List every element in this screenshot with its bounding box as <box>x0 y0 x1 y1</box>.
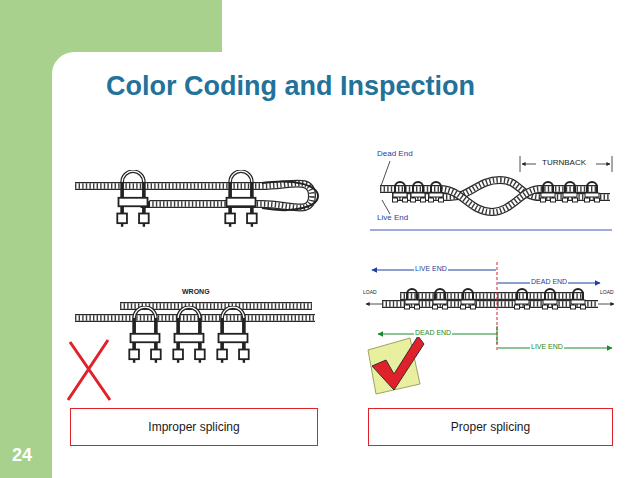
clip-splice-drawing <box>366 262 614 352</box>
turnback-label: TURNBACK <box>541 159 587 168</box>
caption-box: Proper splicing <box>368 408 613 446</box>
load-label: LOAD <box>362 290 378 296</box>
rope-eye-drawing <box>75 171 318 227</box>
dead-end-label: DEAD END <box>530 278 568 286</box>
live-end-label: LIVE END <box>530 343 564 351</box>
caption-box: Improper splicing <box>70 408 318 446</box>
turnback-splice-drawing <box>370 156 612 230</box>
load-label: LOAD <box>599 290 615 296</box>
correct-mark <box>368 336 424 394</box>
dead-end-label: DEAD END <box>414 329 452 337</box>
caption-text: Proper splicing <box>451 420 530 434</box>
live-end-label: LIVE END <box>414 265 448 273</box>
wrong-clip-drawing <box>75 306 315 363</box>
wrong-label: WRONG <box>181 288 211 296</box>
dead-end-label: Dead End <box>376 150 414 159</box>
slide-title: Color Coding and Inspection <box>106 72 475 102</box>
wrong-mark <box>68 340 110 400</box>
live-end-label: Live End <box>376 214 409 223</box>
page-number: 24 <box>12 446 32 466</box>
caption-text: Improper splicing <box>148 420 239 434</box>
